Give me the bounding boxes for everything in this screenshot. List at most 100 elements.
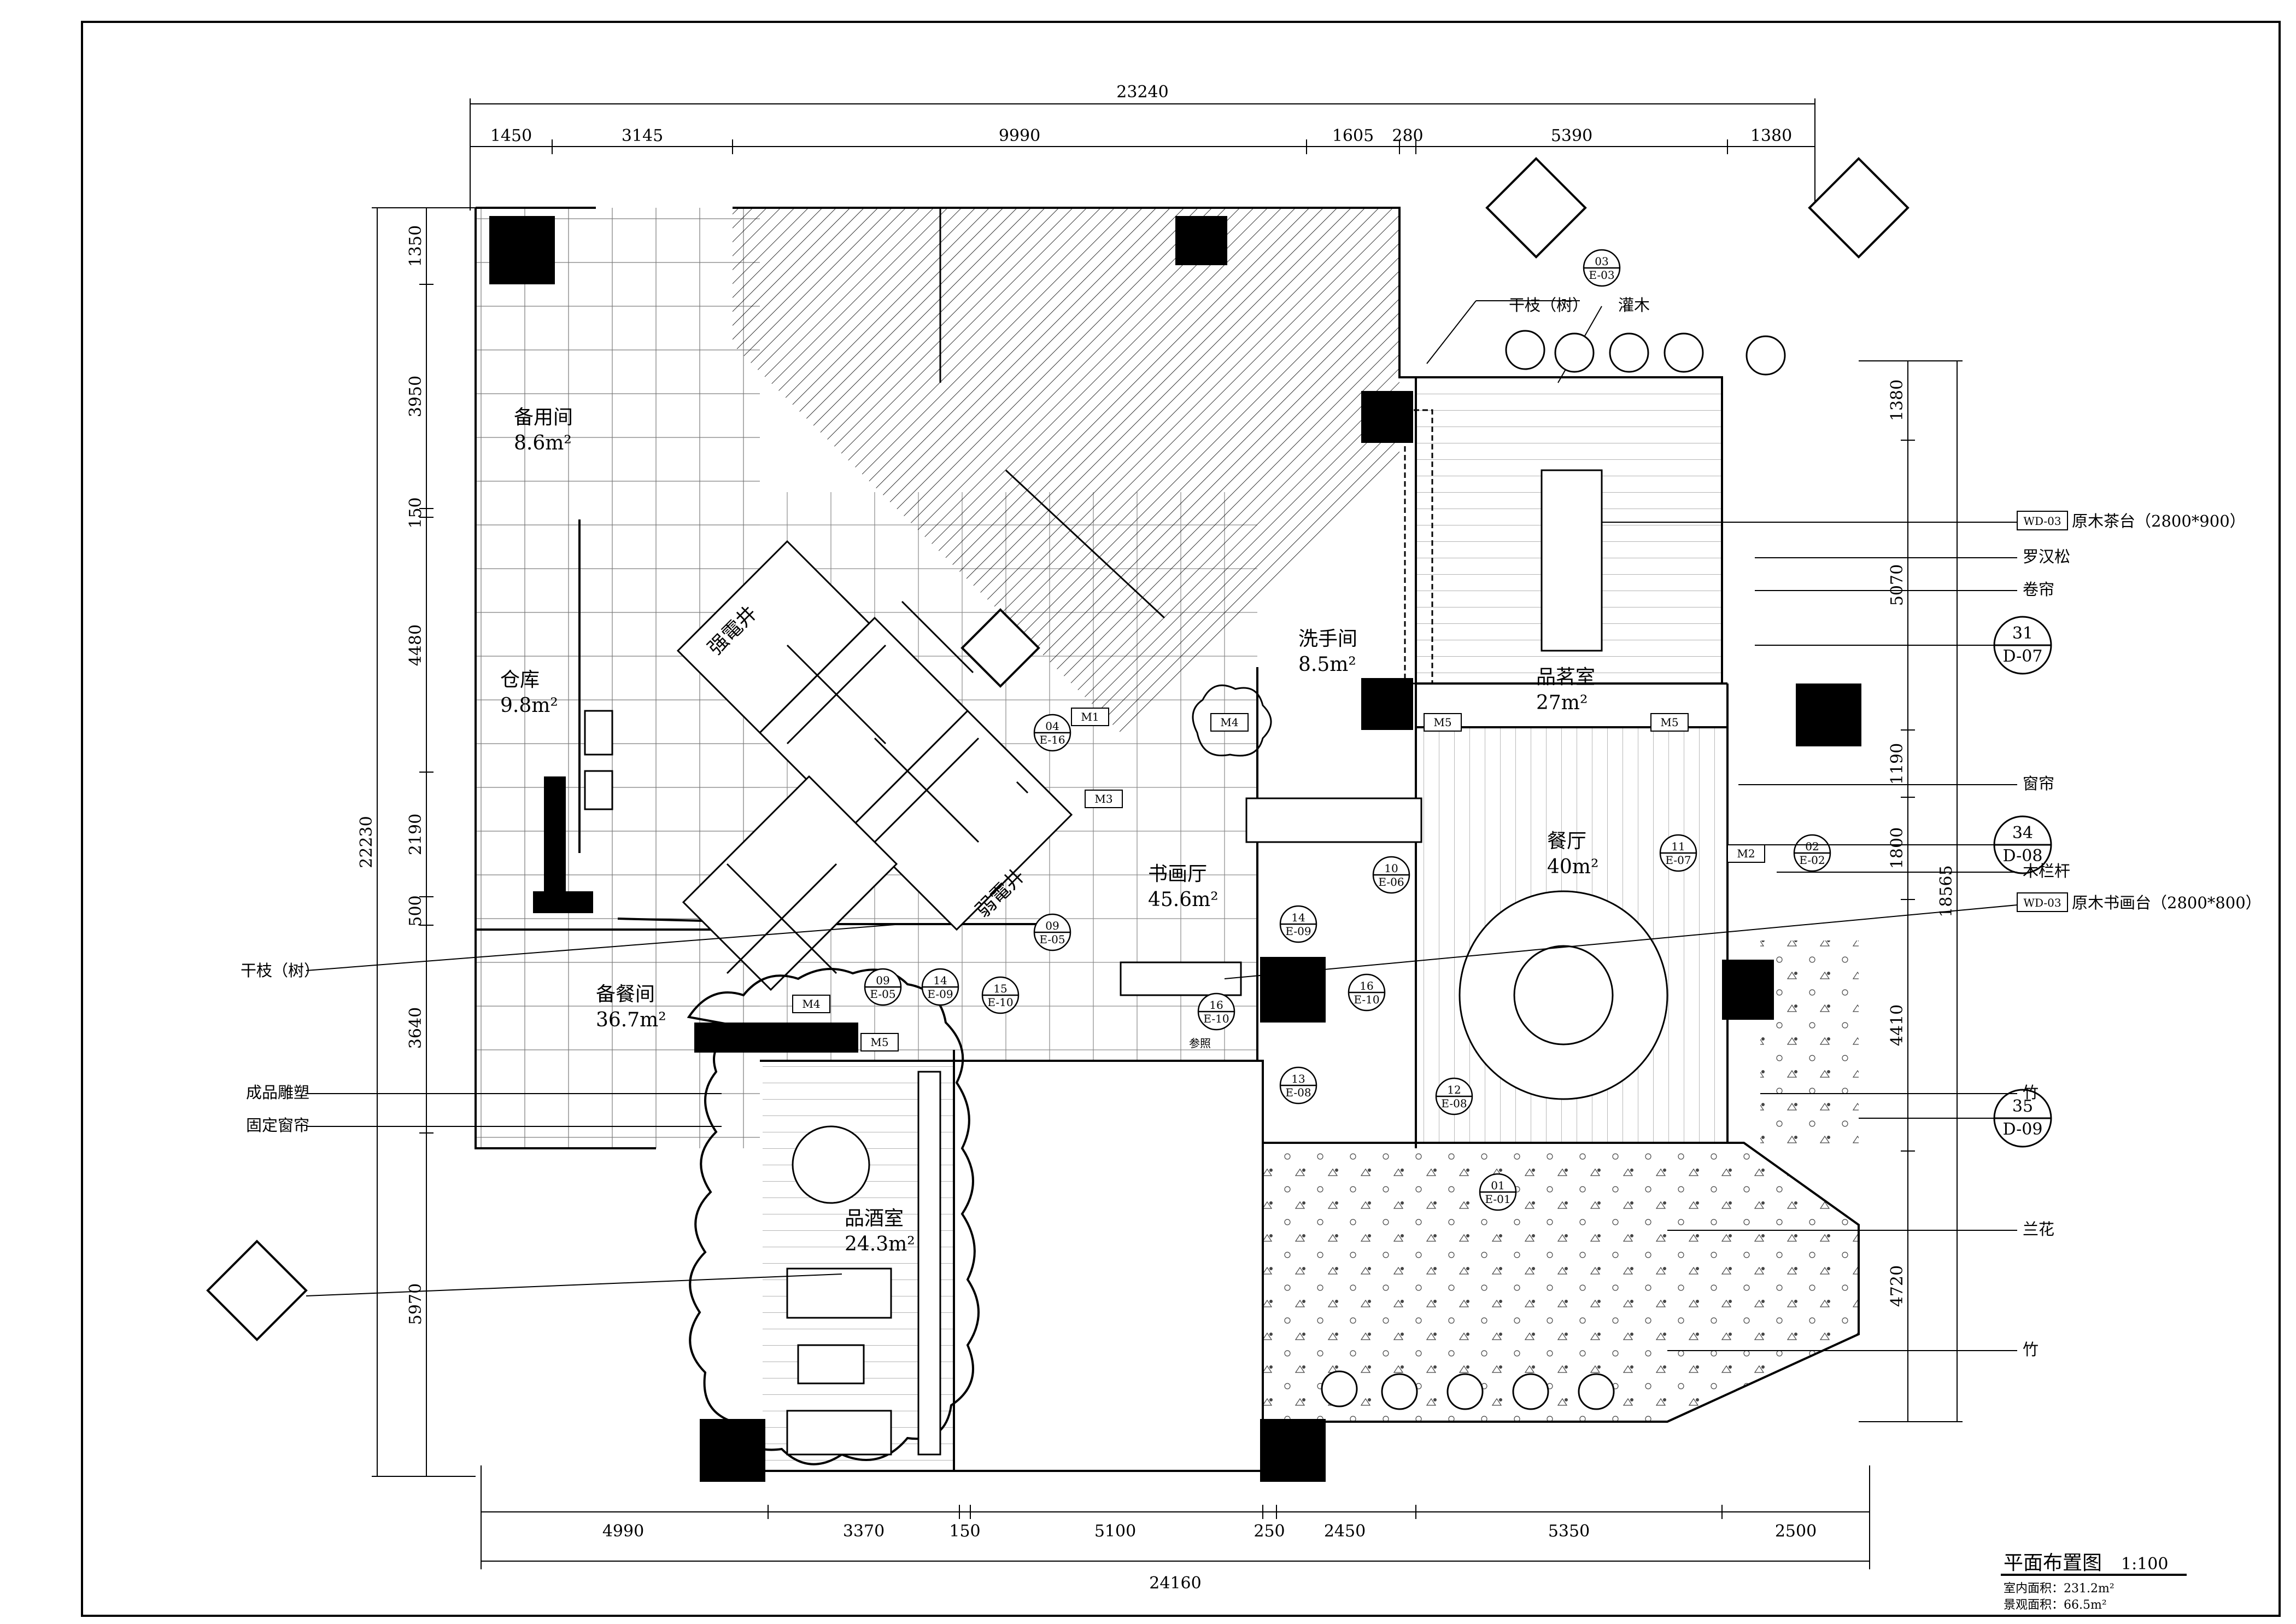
annotation-bamboo: 竹	[2023, 1083, 2039, 1102]
elev-tag	[1372, 856, 1410, 894]
dim-bottom-4: 5100	[1094, 1522, 1136, 1541]
dim-left-5: 2190	[406, 814, 425, 855]
material-code: WD-03	[2023, 515, 2061, 528]
wall-thick	[533, 891, 593, 913]
elev-tag	[1279, 1066, 1317, 1105]
column	[1361, 678, 1413, 730]
dim-left-7: 3640	[406, 1007, 425, 1049]
elev-num: 13	[1291, 1072, 1305, 1085]
dim-right-1: 1380	[1888, 379, 1907, 421]
annotation-blind: 卷帘	[2023, 580, 2054, 599]
console	[1245, 797, 1422, 843]
elev-num: 09	[1045, 919, 1059, 932]
elev-sheet: E-06	[1378, 875, 1404, 889]
dim-bottom-7: 5350	[1548, 1522, 1590, 1541]
wall-thick	[544, 776, 566, 913]
section-ref-num: 35	[2012, 1097, 2033, 1116]
elev-sheet: E-10	[987, 996, 1013, 1009]
elev-sheet: E-02	[1799, 854, 1825, 867]
room-name-storage: 仓库	[500, 669, 540, 691]
room-area-restroom: 8.5m²	[1298, 653, 1356, 676]
sofa	[786, 1410, 892, 1456]
elev-num: 02	[1805, 840, 1819, 853]
door-tag-m1: M1	[1081, 710, 1099, 723]
annotation-tea-table: 原木茶台（2800*900）	[2072, 512, 2246, 530]
column	[1796, 684, 1861, 746]
dim-top-7: 1380	[1750, 126, 1792, 145]
column	[1175, 216, 1227, 265]
dim-bottom-2: 3370	[843, 1522, 885, 1541]
dim-top-1: 1450	[490, 126, 532, 145]
elev-tag	[921, 968, 959, 1006]
sheet-border	[81, 21, 2281, 1617]
elev-num: 12	[1447, 1083, 1461, 1096]
dim-right-5: 4410	[1888, 1004, 1907, 1046]
annotation-curtain: 窗帘	[2023, 774, 2054, 793]
column	[1361, 391, 1413, 443]
dim-bottom-8: 2500	[1775, 1522, 1817, 1541]
garden-area	[1263, 1143, 1859, 1422]
elev-num: 16	[1209, 998, 1223, 1012]
elev-sheet: E-08	[1285, 1086, 1311, 1099]
elev-sheet: E-03	[1589, 268, 1614, 282]
elev-tag	[1197, 992, 1235, 1031]
furniture	[584, 469, 1668, 1456]
annotation-dry-branch: 干枝（树）	[241, 961, 320, 980]
section-ref-sheet: D-08	[2003, 846, 2043, 866]
dim-left-2: 3950	[406, 376, 425, 417]
elev-num: 10	[1384, 862, 1398, 875]
column	[1260, 1419, 1326, 1482]
structural-columns	[489, 216, 1861, 1482]
elev-num: 09	[876, 974, 889, 987]
dim-left-3: 150	[406, 497, 425, 528]
dim-top-3: 9990	[999, 126, 1040, 145]
dim-bottom-5: 250	[1254, 1522, 1285, 1541]
painting-desk	[1120, 961, 1242, 996]
room-name-tea: 品茗室	[1536, 666, 1595, 688]
annotation-dry-branch-top: 干枝（树）	[1509, 296, 1588, 314]
room-name-pantry: 备餐间	[596, 983, 655, 1006]
dim-top-6: 5390	[1551, 126, 1592, 145]
column	[489, 216, 555, 284]
elev-num: 04	[1045, 720, 1059, 733]
room-name-study: 书画厅	[1148, 863, 1207, 885]
indoor-area: 室内面积：231.2m²	[2004, 1582, 2115, 1596]
door-tag-m5: M5	[870, 1036, 888, 1049]
section-ref-sheet: D-09	[2003, 1120, 2043, 1139]
dim-top-total: 23240	[1116, 83, 1168, 102]
elev-num: 11	[1671, 840, 1685, 853]
dimension-lines	[372, 98, 1963, 1569]
dim-right-2: 5070	[1888, 564, 1907, 606]
elev-tag	[981, 976, 1020, 1014]
room-area-dining: 40m²	[1547, 856, 1598, 878]
elev-sheet: E-09	[927, 988, 953, 1001]
drawing-scale: 1:100	[2121, 1555, 2168, 1574]
wall-thick	[694, 1023, 858, 1053]
room-name-wine: 品酒室	[845, 1207, 904, 1230]
elev-tag	[1279, 905, 1317, 943]
elev-sheet: E-08	[1441, 1097, 1467, 1110]
door-tag-m5c: M5	[1660, 716, 1678, 729]
dim-left-total: 22230	[357, 816, 376, 868]
elev-tag	[1659, 834, 1697, 872]
elev-tag	[864, 968, 902, 1006]
section-ref-sheet: D-07	[2003, 647, 2043, 666]
elevator-core	[676, 540, 1073, 991]
elev-num: 14	[1291, 911, 1305, 924]
door-tag-m5b: M5	[1433, 716, 1451, 729]
door-tag-m4b: M4	[802, 997, 820, 1010]
annotation-desk: 原木书画台（2800*800）	[2072, 893, 2262, 912]
dim-top-2: 3145	[622, 126, 663, 145]
revision-cloud	[687, 968, 980, 1465]
annotation-pine: 罗汉松	[2023, 547, 2070, 566]
dim-left-4: 4480	[406, 624, 425, 666]
dim-left-6: 500	[406, 895, 425, 926]
sofa	[786, 1267, 892, 1319]
room-name-dining: 餐厅	[1547, 830, 1586, 852]
elev-tag	[1348, 973, 1386, 1012]
dim-bottom-6: 2450	[1324, 1522, 1366, 1541]
annotation-orchid: 兰花	[2023, 1220, 2054, 1239]
dim-right-6: 4720	[1888, 1265, 1907, 1307]
elev-sheet: E-10	[1203, 1012, 1229, 1025]
room-area-wine: 24.3m²	[845, 1233, 915, 1255]
